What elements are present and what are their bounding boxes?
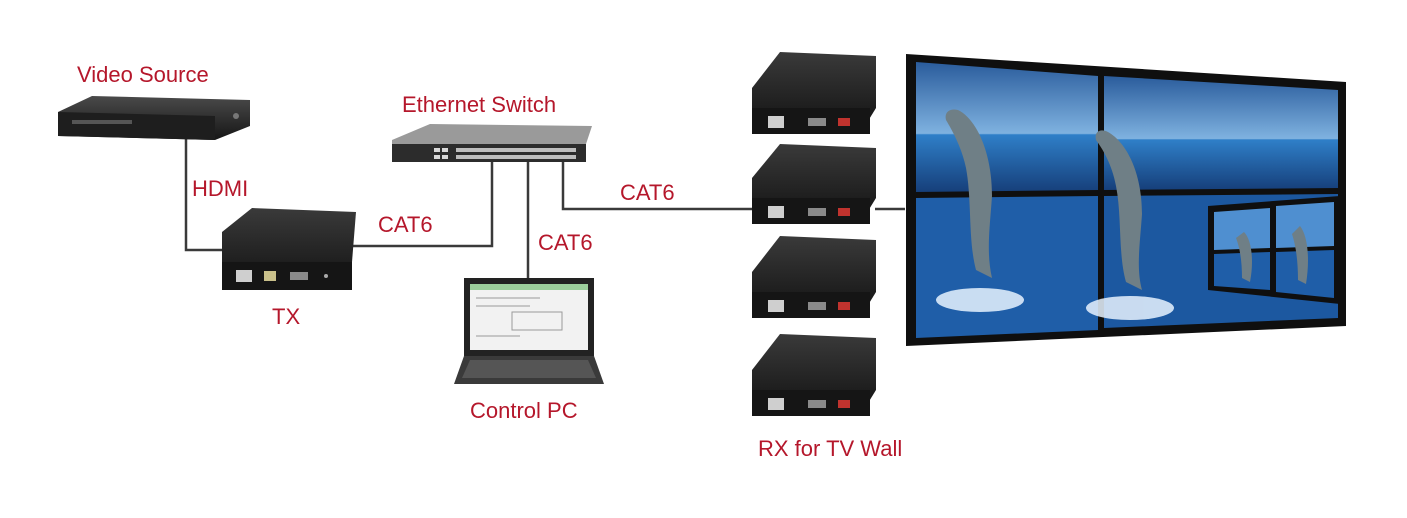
rx-box-icon	[752, 144, 876, 224]
cat6-cable-switch-rx	[561, 162, 755, 211]
control-pc-label: Control PC	[470, 398, 578, 423]
cat6-pc-label: CAT6	[538, 230, 593, 255]
hdmi-cable	[184, 138, 222, 252]
rx-box-icon	[752, 236, 876, 318]
blu-ray-player-icon	[58, 96, 250, 140]
ethernet-switch-icon	[392, 124, 592, 162]
dolphin-left	[945, 109, 992, 279]
rx-box-icon	[752, 334, 876, 416]
rx-box-icon	[752, 52, 876, 134]
dolphin-right	[1095, 130, 1142, 290]
tx-box-icon	[222, 208, 356, 290]
cat6-rx-label: CAT6	[620, 180, 675, 205]
rx-boxes	[752, 52, 876, 416]
ethernet-switch-label: Ethernet Switch	[402, 92, 557, 117]
video-source-label: Video Source	[77, 62, 209, 87]
tx-label: TX	[272, 304, 301, 329]
video-wall-icon	[906, 54, 1346, 346]
cat6-cable-tx-switch	[352, 162, 494, 248]
laptop-icon	[454, 278, 604, 384]
rx-tv-wall-label: RX for TV Wall	[758, 436, 903, 461]
cat6-tx-label: CAT6	[378, 212, 433, 237]
cables	[184, 138, 905, 282]
hdmi-label: HDMI	[192, 176, 249, 201]
